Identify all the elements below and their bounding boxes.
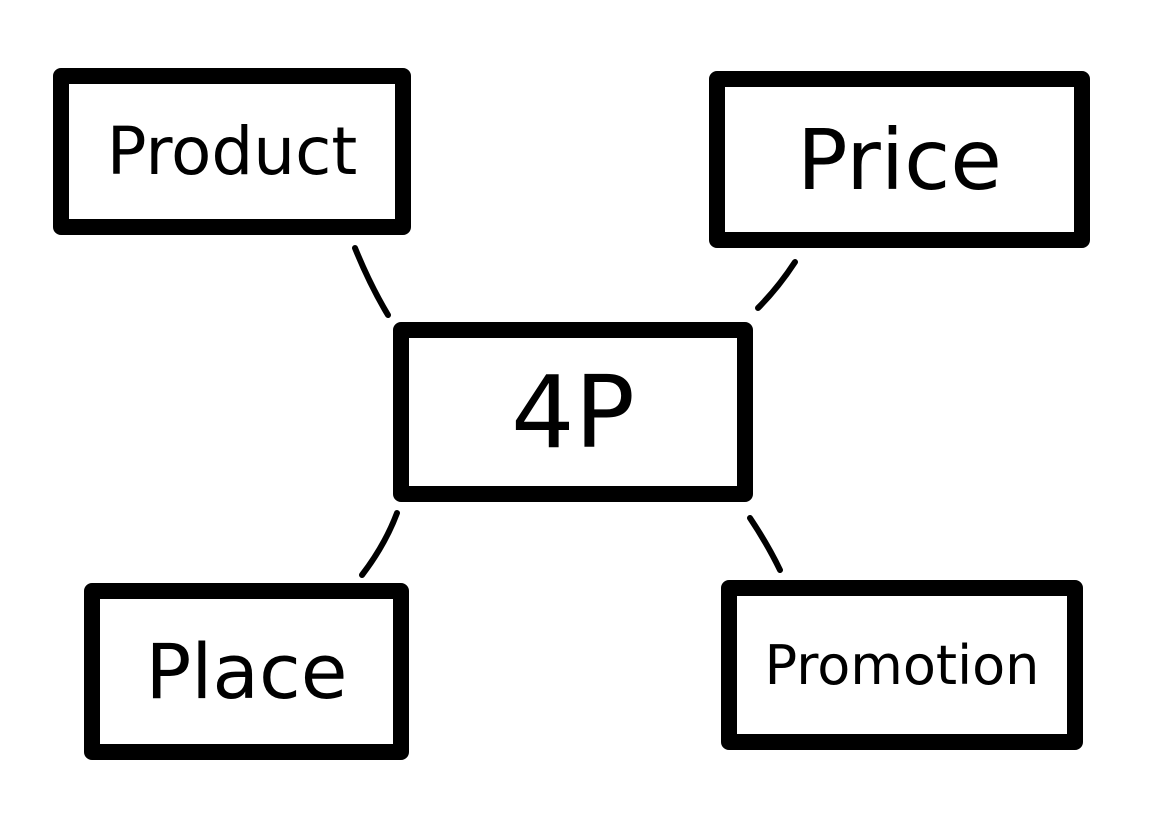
connector-promotion [747, 515, 783, 573]
node-promotion: Promotion [721, 580, 1083, 750]
node-label: Product [106, 113, 358, 190]
connector-price [755, 259, 798, 311]
connector-place [359, 510, 400, 578]
node-label: Price [797, 110, 1002, 209]
node-product: Product [53, 68, 411, 235]
node-label: Place [145, 627, 348, 716]
node-label: Promotion [764, 633, 1040, 697]
node-price: Price [709, 71, 1090, 248]
node-place: Place [84, 583, 409, 760]
node-label: 4P [511, 353, 635, 471]
node-center-4p: 4P [393, 322, 753, 502]
connector-product [352, 245, 391, 318]
